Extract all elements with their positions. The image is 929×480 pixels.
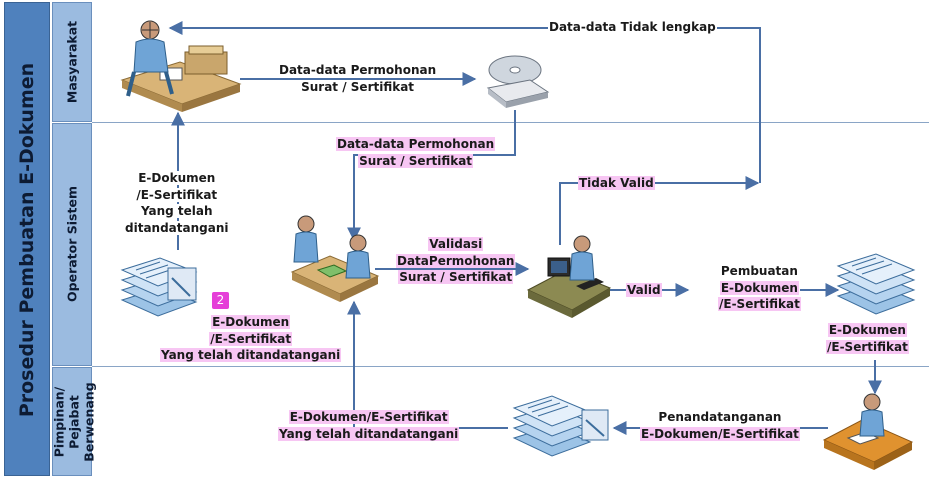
step-badge: 2	[212, 292, 229, 309]
lane-operator-sistem	[52, 123, 92, 366]
documents-stack-icon	[836, 253, 916, 315]
label-penandatanganan: Penandatanganan E-Dokumen/E-Sertifikat	[640, 410, 800, 441]
label-data-tidak-lengkap: Data-data Tidak lengkap	[548, 20, 717, 34]
citizen-desk-icon	[120, 20, 242, 112]
label-permohonan-top: Data-data Permohonan Surat / Sertifikat	[278, 63, 438, 94]
lane-masyarakat	[52, 2, 92, 122]
lane-pimpinan	[52, 367, 92, 476]
label-permohonan-mid: Data-data Permohonan Surat / Sertifikat	[336, 137, 496, 168]
cd-drive-icon	[486, 55, 550, 108]
arrow-cd-to-meeting	[347, 110, 516, 242]
meeting-table-icon	[290, 215, 380, 302]
label-edok-right: E-Dokumen /E-Sertifikat	[826, 323, 909, 354]
lane-divider-1	[92, 122, 929, 123]
label-validasi: Validasi DataPermohonan Surat / Sertifik…	[396, 237, 516, 284]
label-pembuatan: Pembuatan E-Dokumen /E-Sertifikat	[718, 264, 801, 311]
lane-divider-2	[92, 366, 929, 367]
arrow-tidak-valid	[559, 176, 760, 245]
documents-with-pen-icon	[512, 395, 609, 457]
label-valid: Valid	[626, 283, 662, 297]
label-edok-signed-bottom: E-Dokumen/E-Sertifikat Yang telah ditand…	[278, 410, 460, 441]
label-edok-signed-mid: E-Dokumen /E-Sertifikat Yang telah ditan…	[160, 315, 342, 362]
signed-documents-icon	[120, 257, 198, 317]
computer-workstation-icon	[526, 235, 612, 318]
label-edok-signed-left: E-Dokumen /E-Sertifikat Yang telah ditan…	[124, 171, 230, 235]
title-band	[4, 2, 50, 476]
label-tidak-valid: Tidak Valid	[578, 176, 655, 190]
signing-desk-icon	[822, 393, 914, 470]
arrow-data-tidak-lengkap	[168, 21, 761, 183]
